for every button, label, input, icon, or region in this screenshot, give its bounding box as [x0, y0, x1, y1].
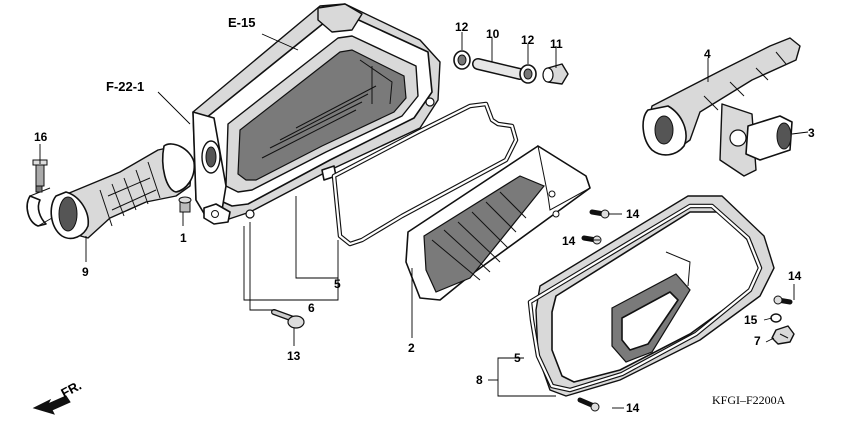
callout-11: 11: [550, 37, 563, 51]
bolt-1: [178, 196, 192, 213]
clip-12-right: [519, 64, 537, 84]
clip-15: [770, 313, 782, 323]
tube-clamp: [26, 185, 53, 227]
seal-gasket-upper: [331, 101, 519, 247]
duct-joint: [719, 103, 793, 177]
callout-10: 10: [486, 27, 500, 41]
callout-13: 13: [287, 349, 301, 363]
air-cleaner-cover: [527, 195, 775, 397]
ref-e15-label: E-15: [228, 15, 255, 30]
callout-14-b: 14: [562, 234, 576, 248]
air-cleaner-inlet-tube: [50, 143, 196, 240]
callout-14-d: 14: [626, 401, 640, 415]
callout-14-c: 14: [788, 269, 802, 283]
air-cleaner-duct: [642, 37, 801, 156]
callout-16: 16: [34, 130, 48, 144]
diagram-code: KFGI–F2200A: [712, 393, 786, 407]
front-direction-arrow: FR.: [32, 378, 84, 415]
clip-12-left: [453, 50, 471, 70]
bolt-13: [271, 309, 305, 329]
callout-15: 15: [744, 313, 758, 327]
air-cleaner-element: [405, 144, 591, 301]
callout-9: 9: [82, 265, 89, 279]
callout-5-upper: 5: [334, 277, 341, 291]
callout-2: 2: [408, 341, 415, 355]
callout-12-left: 12: [455, 20, 469, 34]
callout-12-right: 12: [521, 33, 535, 47]
screw-14-c: [773, 295, 793, 305]
callout-6: 6: [308, 301, 315, 315]
screw-14-a: [589, 209, 610, 219]
breather-tube: [472, 58, 526, 80]
drain-plug-7: [771, 325, 795, 345]
callout-3: 3: [808, 126, 815, 140]
screw-14-d: [577, 397, 600, 412]
ref-f221-label: F-22-1: [106, 79, 144, 94]
leader-lines: [39, 32, 809, 409]
callout-7: 7: [754, 334, 761, 348]
callout-labels: E-15 F-22-1 1 2 3 4 5 5 6 7 8 9 10 11 12…: [34, 15, 815, 415]
plug-11: [542, 63, 569, 85]
air-cleaner-case: [192, 3, 441, 225]
callout-4: 4: [704, 47, 711, 61]
callout-14-a: 14: [626, 207, 640, 221]
callout-5-lower: 5: [514, 351, 521, 365]
callout-8: 8: [476, 373, 483, 387]
callout-1: 1: [180, 231, 187, 245]
